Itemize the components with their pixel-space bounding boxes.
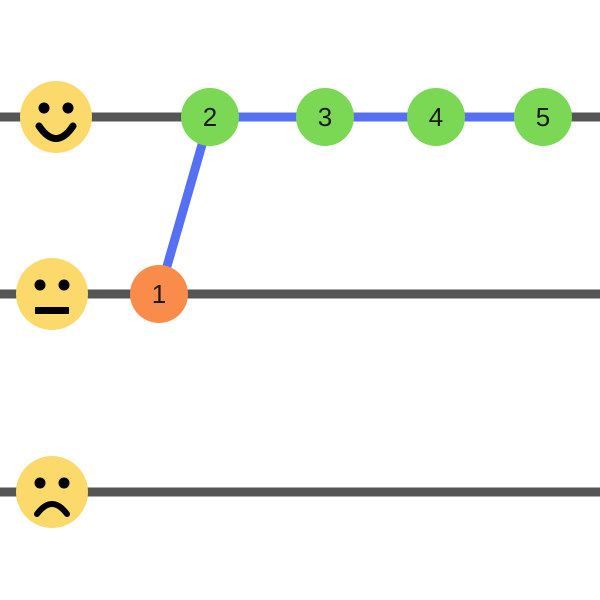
happy-face-icon xyxy=(20,81,92,153)
node-label: 1 xyxy=(152,279,166,309)
lane-tracks xyxy=(0,112,600,497)
node-circle xyxy=(407,88,465,146)
node-3: 3 xyxy=(296,88,354,146)
sad-face-icon xyxy=(16,456,88,528)
connector-1-2 xyxy=(154,115,215,296)
node-circle xyxy=(296,88,354,146)
node-label: 5 xyxy=(536,102,550,132)
node-5: 5 xyxy=(514,88,572,146)
node-label: 2 xyxy=(203,102,217,132)
node-label: 4 xyxy=(429,102,443,132)
node-4: 4 xyxy=(407,88,465,146)
node-1: 1 xyxy=(130,265,188,323)
path-nodes: 1 2 3 4 5 xyxy=(130,88,572,323)
node-circle xyxy=(181,88,239,146)
lane-faces xyxy=(16,81,92,528)
node-circle xyxy=(514,88,572,146)
node-2: 2 xyxy=(181,88,239,146)
node-circle xyxy=(130,265,188,323)
neutral-face-icon xyxy=(16,258,88,330)
node-label: 3 xyxy=(318,102,332,132)
